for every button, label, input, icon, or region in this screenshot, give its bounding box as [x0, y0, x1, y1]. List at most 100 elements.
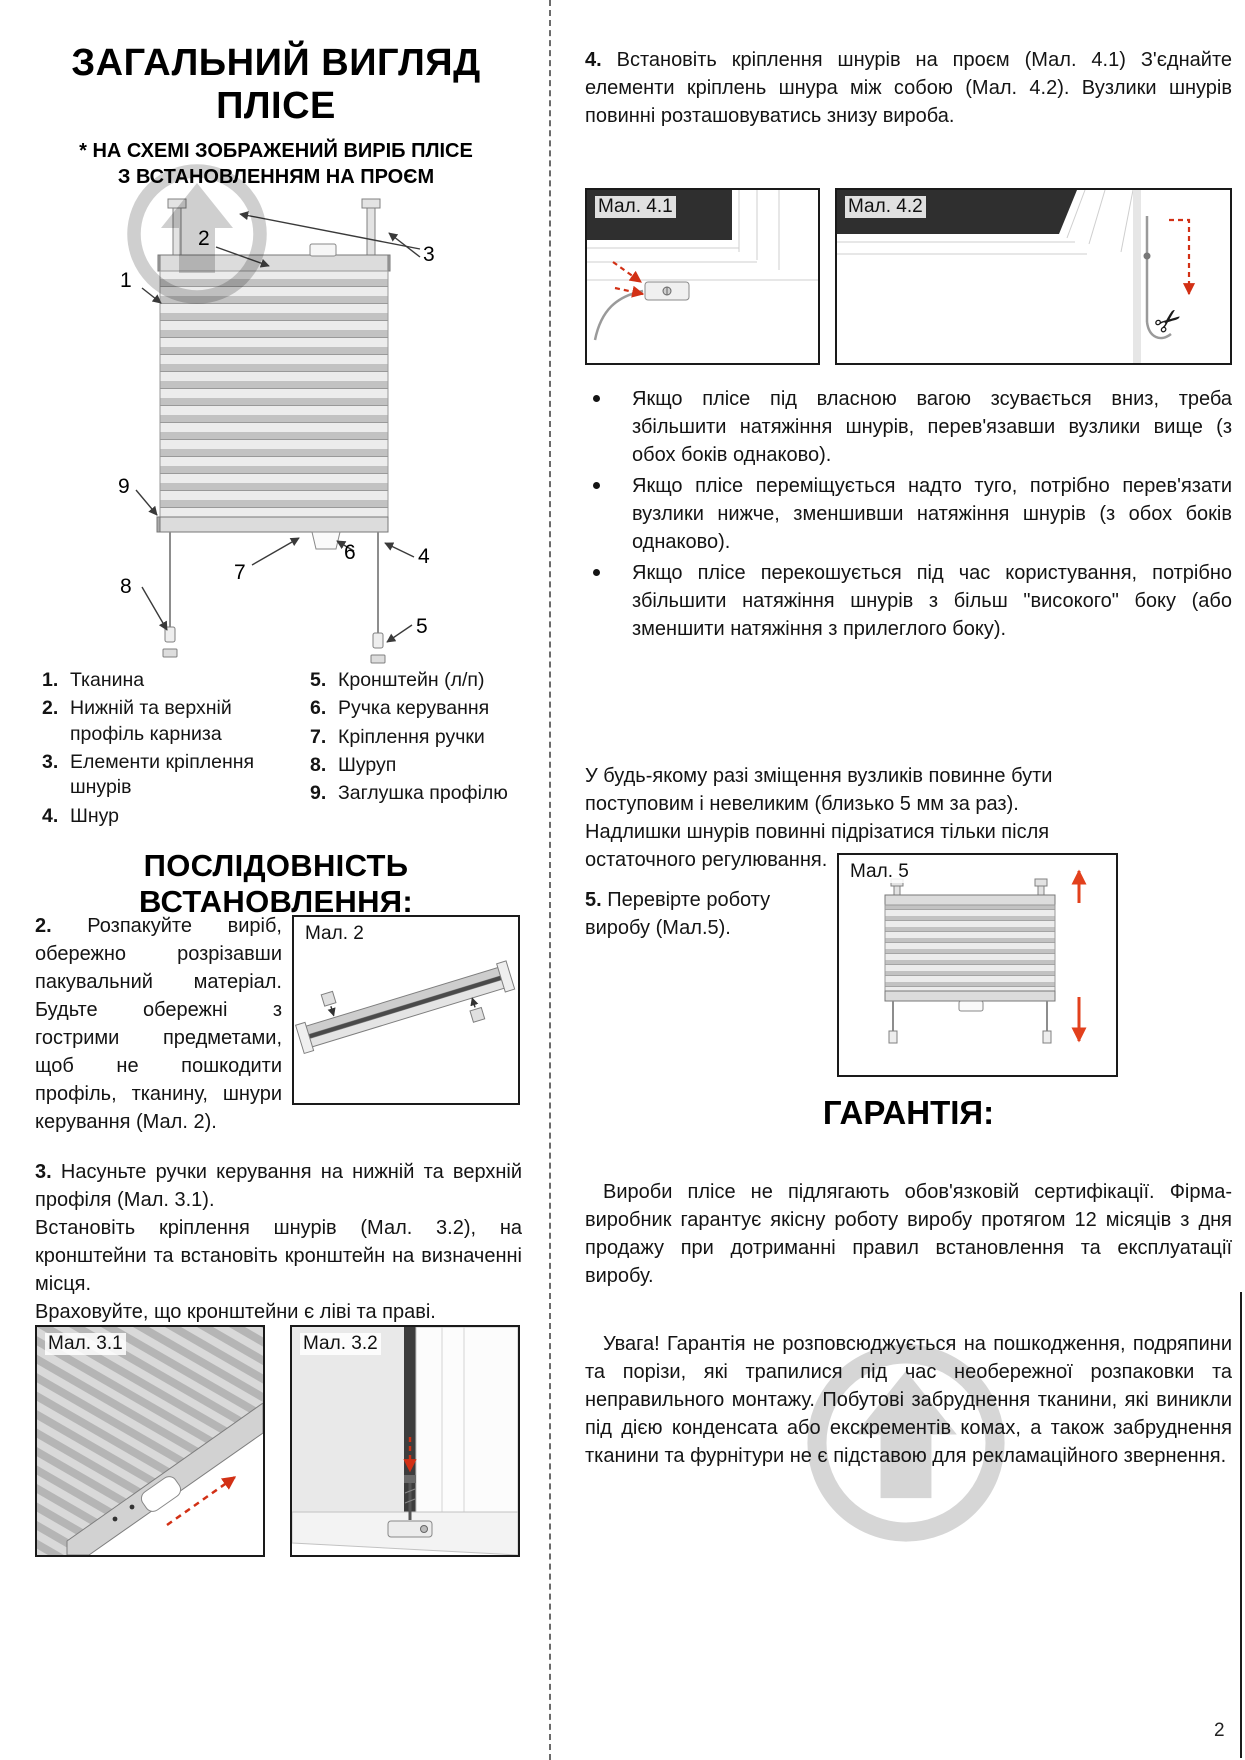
step-3-text1: Насуньте ручки керування на нижній та ве…	[35, 1161, 522, 1211]
notes-paragraph: У будь-якому разі зміщення вузликів пови…	[585, 762, 1125, 874]
figure-3-2-drawing	[292, 1327, 518, 1555]
step-5-paragraph: 5. Перевірте роботу виробу (Мал.5).	[585, 886, 790, 942]
legend-item-7: 7. Кріплення ручки	[310, 725, 522, 750]
legend-text: Елементи кріплення шнурів	[70, 751, 255, 799]
diagram-number-2: 2	[198, 227, 210, 250]
diagram-number-4: 4	[418, 545, 430, 568]
legend-num: 1.	[42, 669, 59, 691]
legend-column-2: 5. Кронштейн (л/п) 6. Ручка керування 7.…	[310, 668, 522, 832]
note-para-1: У будь-якому разі зміщення вузликів пови…	[585, 765, 1053, 815]
blind-overview-drawing	[135, 198, 421, 664]
legend-item-6: 6. Ручка керування	[310, 696, 522, 721]
legend-column-1: 1. Тканина 2. Нижній та верхній профіль …	[42, 668, 310, 832]
legend-text: Шуруп	[338, 754, 397, 777]
legend-item-3: 3. Елементи кріплення шнурів	[42, 750, 310, 801]
diagram-number-7: 7	[234, 561, 246, 584]
watermark-logo-icon	[127, 164, 267, 304]
figure-4-2: ✂ Мал. 4.2	[835, 188, 1232, 365]
figure-5-label: Мал. 5	[847, 861, 912, 883]
legend-text: Кріплення ручки	[338, 725, 485, 748]
legend-item-9: 9. Заглушка профілю	[310, 781, 522, 806]
diagram-number-5: 5	[416, 615, 428, 638]
figure-3-2: Мал. 3.2	[290, 1325, 520, 1557]
figure-5-drawing	[884, 869, 1087, 1044]
legend-item-4: 4. Шнур	[42, 804, 310, 829]
page-title-line1: ЗАГАЛЬНИЙ ВИГЛЯД	[71, 42, 481, 84]
legend-num: 8.	[310, 754, 327, 777]
figure-4-1-drawing	[587, 190, 818, 363]
step-5-number: 5.	[585, 889, 602, 911]
bullet-text-2: Якщо плісе переміщується надто туго, пот…	[632, 475, 1232, 553]
bullet-text-1: Якщо плісе під власною вагою зсувається …	[632, 388, 1232, 466]
legend-num: 4.	[42, 804, 59, 827]
legend-item-8: 8. Шуруп	[310, 753, 522, 778]
diagram-number-9: 9	[118, 475, 130, 498]
figure-3-1: Мал. 3.1	[35, 1325, 265, 1557]
bullet-item-3: Якщо плісе перекошується під час користу…	[585, 559, 1232, 643]
step-2-number: 2.	[35, 915, 52, 937]
figure-2-label: Мал. 2	[302, 923, 367, 945]
diagram-number-1: 1	[120, 269, 132, 292]
figure-5: Мал. 5	[837, 853, 1118, 1077]
figure-4-2-drawing	[837, 190, 1230, 363]
legend-text: Тканина	[70, 669, 145, 691]
figure-4-2-label: Мал. 4.2	[845, 196, 926, 218]
legend-num: 9.	[310, 782, 327, 805]
legend-item-2: 2. Нижній та верхній профіль карниза	[42, 696, 310, 747]
step-2-paragraph: 2. Розпакуйте виріб, обережно розрізавши…	[35, 912, 282, 1136]
legend-text: Заглушка профілю	[338, 782, 508, 805]
step-5-text: Перевірте роботу виробу (Мал.5).	[585, 889, 771, 939]
bullet-dot	[593, 482, 600, 489]
figure-4-1-label: Мал. 4.1	[595, 196, 676, 218]
sequence-heading: ПОСЛІДОВНІСТЬ ВСТАНОВЛЕННЯ:	[138, 848, 413, 919]
step-3-text3: Враховуйте, що кронштейни є ліві та прав…	[35, 1301, 436, 1323]
step-3-paragraph: 3. Насуньте ручки керування на нижній та…	[35, 1158, 522, 1326]
legend-num: 3.	[42, 751, 59, 774]
page-title: ЗАГАЛЬНИЙ ВИГЛЯД ПЛІСЕ	[30, 42, 522, 127]
legend-num: 2.	[42, 697, 59, 720]
step-3-number: 3.	[35, 1161, 52, 1183]
parts-legend: 1. Тканина 2. Нижній та верхній профіль …	[42, 668, 522, 832]
diagram-number-6: 6	[344, 541, 356, 564]
legend-num: 5.	[310, 669, 327, 691]
column-divider	[549, 0, 551, 1760]
legend-num: 7.	[310, 725, 327, 748]
page-number: 2	[1214, 1720, 1225, 1741]
page-subtitle: * НА СХЕМІ ЗОБРАЖЕНИЙ ВИРІБ ПЛІСЕ З ВСТА…	[30, 138, 522, 190]
bullet-item-1: Якщо плісе під власною вагою зсувається …	[585, 385, 1232, 469]
figure-3-1-drawing	[37, 1327, 263, 1555]
step-4-text: Встановіть кріплення шнурів на проєм (Ма…	[585, 49, 1232, 127]
adjustment-bullet-list: Якщо плісе під власною вагою зсувається …	[585, 385, 1232, 646]
diagram-number-8: 8	[120, 575, 132, 598]
page-subtitle-line1: * НА СХЕМІ ЗОБРАЖЕНИЙ ВИРІБ ПЛІСЕ	[79, 140, 473, 162]
blind-overview-diagram: 1 2 3 4 5 6 7 8 9	[30, 185, 522, 670]
page-edge-line	[1240, 1292, 1242, 1758]
bullet-dot	[593, 569, 600, 576]
legend-text: Кронштейн (л/п)	[338, 669, 485, 691]
step-3-text2: Встановіть кріплення шнурів (Мал. 3.2), …	[35, 1217, 522, 1295]
figure-2-drawing	[294, 960, 516, 1055]
page-title-line2: ПЛІСЕ	[216, 84, 336, 127]
warranty-heading: ГАРАНТІЯ:	[822, 1094, 995, 1131]
note-para-2: Надлишки шнурів повинні підрізатися тіль…	[585, 821, 1050, 871]
legend-num: 6.	[310, 697, 327, 720]
bullet-item-2: Якщо плісе переміщується надто туго, пот…	[585, 472, 1232, 556]
legend-item-5: 5. Кронштейн (л/п)	[310, 668, 522, 693]
figure-4-1: Мал. 4.1	[585, 188, 820, 365]
legend-item-1: 1. Тканина	[42, 668, 310, 693]
figure-2: Мал. 2	[292, 915, 520, 1105]
step-2-text: Розпакуйте виріб, обережно розрізавши па…	[35, 915, 282, 1133]
legend-text: Шнур	[70, 804, 120, 827]
diagram-number-3: 3	[423, 243, 435, 266]
watermark-logo-icon	[807, 1344, 1005, 1542]
step-4-paragraph: 4. Встановіть кріплення шнурів на проєм …	[585, 46, 1232, 130]
legend-text: Ручка керування	[338, 697, 490, 720]
step-4-number: 4.	[585, 49, 602, 71]
bullet-dot	[593, 395, 600, 402]
warranty-paragraph-2: Увага! Гарантія не розповсюджується на п…	[585, 1333, 1232, 1467]
legend-text: Нижній та верхній профіль карниза	[70, 697, 232, 745]
figure-3-2-label: Мал. 3.2	[300, 1333, 381, 1355]
warranty-paragraph-1: Вироби плісе не підлягають обов'язковій …	[585, 1181, 1232, 1287]
step-3-part1: 3. Насуньте ручки керування на нижній та…	[35, 1158, 522, 1214]
